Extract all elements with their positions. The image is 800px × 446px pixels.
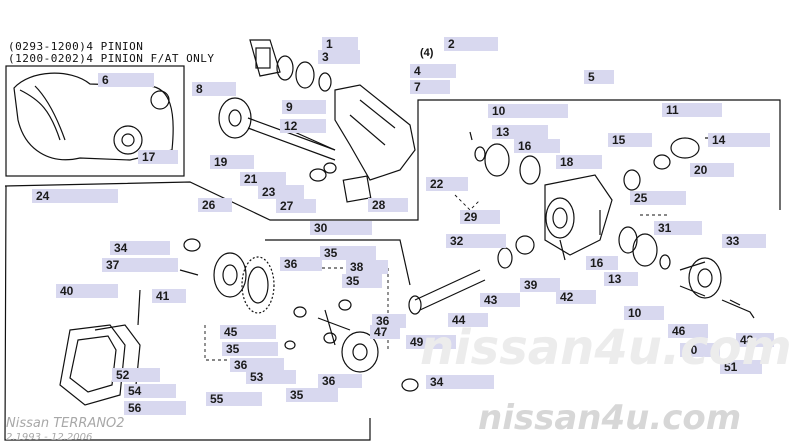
callout-44[interactable]: 44	[448, 313, 488, 327]
callout-36-b[interactable]: 36	[372, 314, 406, 328]
callout-8[interactable]: 8	[192, 82, 236, 96]
callout-39[interactable]: 39	[520, 278, 560, 292]
callout-26[interactable]: 26	[198, 198, 232, 212]
callout-4[interactable]: 4	[410, 64, 456, 78]
callout-48[interactable]: 48	[736, 333, 774, 347]
callout-31[interactable]: 31	[654, 221, 702, 235]
callout-56[interactable]: 56	[124, 401, 186, 415]
callout-10-bottom[interactable]: 10	[624, 306, 664, 320]
header-note: (4)	[420, 47, 434, 59]
callout-51[interactable]: 51	[720, 360, 762, 374]
callout-5[interactable]: 5	[584, 70, 614, 84]
callout-40[interactable]: 40	[56, 284, 118, 298]
callout-20[interactable]: 20	[690, 163, 734, 177]
watermark-logo: nissan4u.com	[478, 398, 742, 438]
callout-37[interactable]: 37	[102, 258, 178, 272]
callout-52[interactable]: 52	[112, 368, 160, 382]
callout-34-bottom[interactable]: 34	[426, 375, 494, 389]
callout-47[interactable]: 47	[370, 325, 400, 339]
left-frame	[4, 185, 371, 441]
callout-16-bottom[interactable]: 16	[586, 256, 618, 270]
callout-19[interactable]: 19	[210, 155, 254, 169]
callout-10-top[interactable]: 10	[488, 104, 568, 118]
callout-2[interactable]: 2	[444, 37, 498, 51]
callout-13-bottom[interactable]: 13	[604, 272, 638, 286]
callout-17[interactable]: 17	[138, 150, 178, 164]
callout-13-top[interactable]: 13	[492, 125, 548, 139]
callout-33[interactable]: 33	[722, 234, 766, 248]
inset-frame	[5, 65, 185, 177]
callout-35-a[interactable]: 35	[320, 246, 376, 260]
callout-1[interactable]: 1	[322, 37, 358, 51]
callout-36-a[interactable]: 36	[280, 257, 322, 271]
callout-28[interactable]: 28	[368, 198, 408, 212]
callout-46[interactable]: 46	[668, 324, 708, 338]
callout-24[interactable]: 24	[32, 189, 118, 203]
callout-29[interactable]: 29	[460, 210, 500, 224]
callout-43[interactable]: 43	[480, 293, 520, 307]
callout-55[interactable]: 55	[206, 392, 262, 406]
model-name: Nissan TERRANO2	[6, 416, 125, 431]
callout-22[interactable]: 22	[426, 177, 468, 191]
header-line-2: (1200-0202)4 PINION F/AT ONLY	[8, 52, 215, 65]
callout-27[interactable]: 27	[276, 199, 316, 213]
callout-21[interactable]: 21	[240, 172, 286, 186]
callout-49[interactable]: 49	[406, 335, 456, 349]
callout-36-d[interactable]: 36	[318, 374, 362, 388]
header-line-1: (0293-1200)4 PINION	[8, 40, 144, 53]
callout-35-b[interactable]: 35	[342, 274, 382, 288]
callout-11[interactable]: 11	[662, 103, 722, 117]
callout-15[interactable]: 15	[608, 133, 652, 147]
callout-45[interactable]: 45	[220, 325, 276, 339]
callout-36-c[interactable]: 36	[230, 358, 284, 372]
callout-54[interactable]: 54	[124, 384, 176, 398]
callout-41[interactable]: 41	[152, 289, 186, 303]
callout-14[interactable]: 14	[708, 133, 770, 147]
callout-18[interactable]: 18	[556, 155, 602, 169]
callout-42[interactable]: 42	[556, 290, 596, 304]
callout-7[interactable]: 7	[410, 80, 450, 94]
callout-32[interactable]: 32	[446, 234, 506, 248]
model-years: 2.1993 - 12.2006	[6, 432, 93, 443]
callout-3[interactable]: 3	[318, 50, 360, 64]
callout-25[interactable]: 25	[630, 191, 686, 205]
callout-9[interactable]: 9	[282, 100, 326, 114]
callout-30[interactable]: 30	[310, 221, 372, 235]
callout-23[interactable]: 23	[258, 185, 304, 199]
callout-6[interactable]: 6	[98, 73, 154, 87]
upper-frame	[4, 99, 781, 221]
callout-16-top[interactable]: 16	[514, 139, 560, 153]
callout-35-d[interactable]: 35	[286, 388, 338, 402]
callout-12[interactable]: 12	[280, 119, 326, 133]
callout-34-left[interactable]: 34	[110, 241, 170, 255]
callout-38[interactable]: 38	[346, 260, 388, 274]
callout-35-c[interactable]: 35	[222, 342, 278, 356]
callout-50[interactable]: 50	[680, 343, 720, 357]
watermark-faint: nissan4u.com	[420, 320, 792, 376]
callout-53[interactable]: 53	[246, 370, 296, 384]
